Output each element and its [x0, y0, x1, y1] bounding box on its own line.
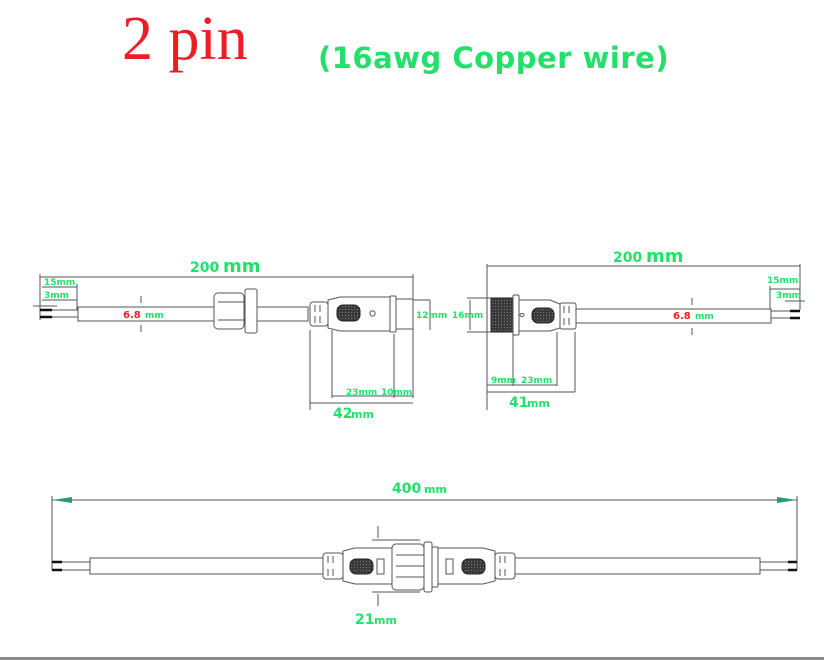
left-coupling-nut — [213, 292, 245, 330]
left-total-length-value: 200 — [190, 260, 219, 276]
left-cable-jacket — [77, 306, 309, 322]
assembled-total-length-value: 400 — [392, 481, 421, 497]
right-body-length-label: 23mm — [521, 376, 552, 386]
bottom-divider — [0, 657, 824, 660]
left-grip-pad — [336, 304, 361, 322]
left-plug-diameter-label: 12mm — [416, 311, 447, 321]
left-connector-length-unit: mm — [351, 408, 374, 421]
right-cable-assembly — [467, 264, 805, 410]
right-strain-relief — [559, 302, 577, 330]
left-plug-tip — [395, 298, 414, 330]
right-diameter-value: 6.8 — [673, 311, 691, 322]
right-thread-length-label: 9mm — [491, 376, 516, 386]
nut-diameter-unit: mm — [374, 614, 397, 627]
assembled-total-length-unit: mm — [424, 483, 447, 496]
assembled-left-jacket — [89, 557, 324, 575]
right-total-length-value: 200 — [613, 250, 642, 266]
left-tip-length-label: 10mm — [381, 388, 412, 398]
right-tin-length-label: 3mm — [776, 291, 801, 301]
assembled-cable — [51, 496, 798, 606]
right-diameter-unit: mm — [695, 312, 714, 322]
left-strip-length-label: 15mm — [44, 278, 75, 288]
left-cable-assembly — [33, 274, 431, 410]
left-total-length-unit: mm — [223, 256, 261, 277]
right-connector-length-value: 41 — [509, 395, 528, 411]
nut-diameter-value: 21 — [355, 612, 374, 628]
title-pin-count: 2 pin — [122, 5, 248, 73]
left-diameter-value: 6.8 — [123, 310, 141, 321]
assembled-coupling-nut — [391, 543, 425, 591]
assembled-right-jacket — [514, 557, 761, 575]
right-thread-diameter-label: 16mm — [452, 311, 483, 321]
left-body-length-label: 23mm — [346, 388, 377, 398]
left-strain-relief — [309, 301, 329, 327]
right-grip-pad — [531, 307, 555, 324]
left-connector-length-value: 42 — [333, 406, 352, 422]
right-connector-length-unit: mm — [527, 397, 550, 410]
right-threaded-barrel — [490, 297, 514, 333]
left-tin-length-label: 3mm — [44, 291, 69, 301]
right-total-length-unit: mm — [646, 246, 684, 267]
right-strip-length-label: 15mm — [767, 276, 798, 286]
left-diameter-unit: mm — [145, 311, 164, 321]
subtitle-wire-spec: (16awg Copper wire) — [318, 41, 670, 75]
